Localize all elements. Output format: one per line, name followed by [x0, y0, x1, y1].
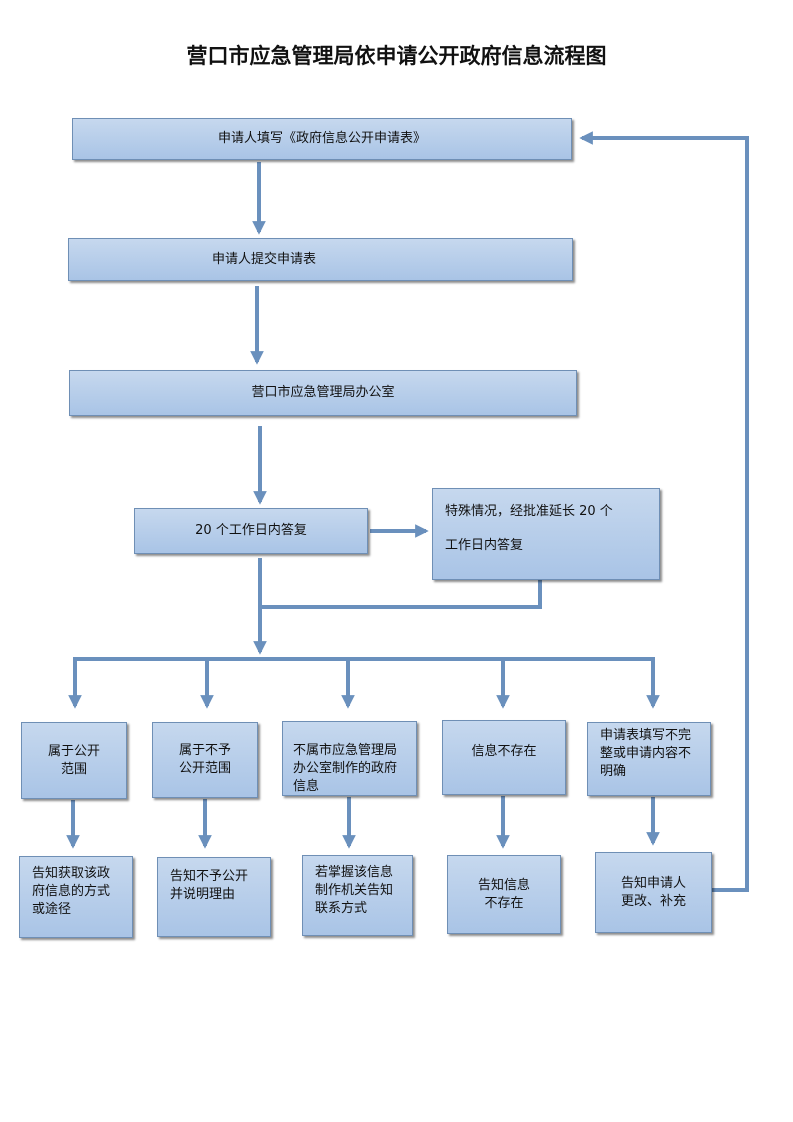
extension-label-line1: 特殊情况，经批准延长 20 个: [445, 504, 613, 519]
office-box: 营口市应急管理局办公室: [69, 370, 577, 416]
result-box-incomplete: 告知申请人 更改、补充: [595, 852, 712, 933]
category-box-incomplete: 申请表填写不完 整或申请内容不 明确: [587, 722, 711, 796]
category-label-line: 信息: [293, 779, 320, 794]
fill-form-box: 申请人填写《政府信息公开申请表》: [72, 118, 572, 160]
result-label-line: 不存在: [484, 895, 524, 911]
category-label-line: 不属市应急管理局: [293, 743, 398, 758]
diagram-title: 营口市应急管理局依申请公开政府信息流程图: [186, 43, 607, 68]
result-label-line: 若掌握该信息: [315, 865, 394, 880]
office-label: 营口市应急管理局办公室: [251, 385, 395, 400]
result-label-line: 更改、补充: [620, 893, 686, 909]
result-label-line: 或途径: [32, 902, 72, 917]
result-label-line: 制作机关告知: [315, 883, 394, 898]
category-label-line: 申请表填写不完: [600, 728, 692, 743]
category-box-not-produced: 不属市应急管理局 办公室制作的政府 信息: [282, 721, 417, 796]
result-box-not-exist: 告知信息 不存在: [447, 855, 561, 934]
arrow-feedback-loop: [579, 131, 749, 892]
result-label-line: 并说明理由: [170, 887, 236, 902]
category-label-line: 属于不予: [178, 743, 231, 758]
extension-box: 特殊情况，经批准延长 20 个 工作日内答复: [432, 488, 660, 580]
category-label-line: 属于公开: [47, 743, 100, 759]
category-box-not-public: 属于不予 公开范围: [152, 722, 258, 798]
category-box-not-exist: 信息不存在: [442, 720, 566, 795]
result-label-line: 告知获取该政: [32, 866, 111, 881]
reply-20-days-label: 20 个工作日内答复: [195, 523, 307, 538]
extension-return-line: [260, 580, 542, 609]
result-label-line: 告知申请人: [620, 875, 686, 891]
fill-form-label: 申请人填写《政府信息公开申请表》: [217, 131, 426, 146]
category-label-line: 明确: [600, 764, 627, 779]
category-label-line: 信息不存在: [471, 744, 537, 759]
submit-form-label: 申请人提交申请表: [212, 251, 317, 267]
result-label-line: 告知不予公开: [170, 869, 249, 884]
category-label-line: 整或申请内容不: [600, 746, 692, 761]
category-label-line: 办公室制作的政府: [293, 761, 398, 776]
submit-form-box: 申请人提交申请表: [68, 238, 573, 281]
result-box-not-public: 告知不予公开 并说明理由: [157, 857, 271, 937]
reply-20-days-box: 20 个工作日内答复: [134, 508, 368, 554]
category-label-line: 范围: [60, 761, 87, 777]
category-box-public: 属于公开 范围: [21, 722, 127, 799]
result-box-not-produced: 若掌握该信息 制作机关告知 联系方式: [302, 855, 413, 936]
result-box-public: 告知获取该政 府信息的方式 或途径: [19, 856, 133, 938]
result-label-line: 联系方式: [315, 901, 368, 916]
category-label-line: 公开范围: [178, 761, 231, 776]
extension-label-line2: 工作日内答复: [445, 538, 524, 553]
result-label-line: 府信息的方式: [32, 884, 111, 899]
result-label-line: 告知信息: [477, 877, 530, 893]
